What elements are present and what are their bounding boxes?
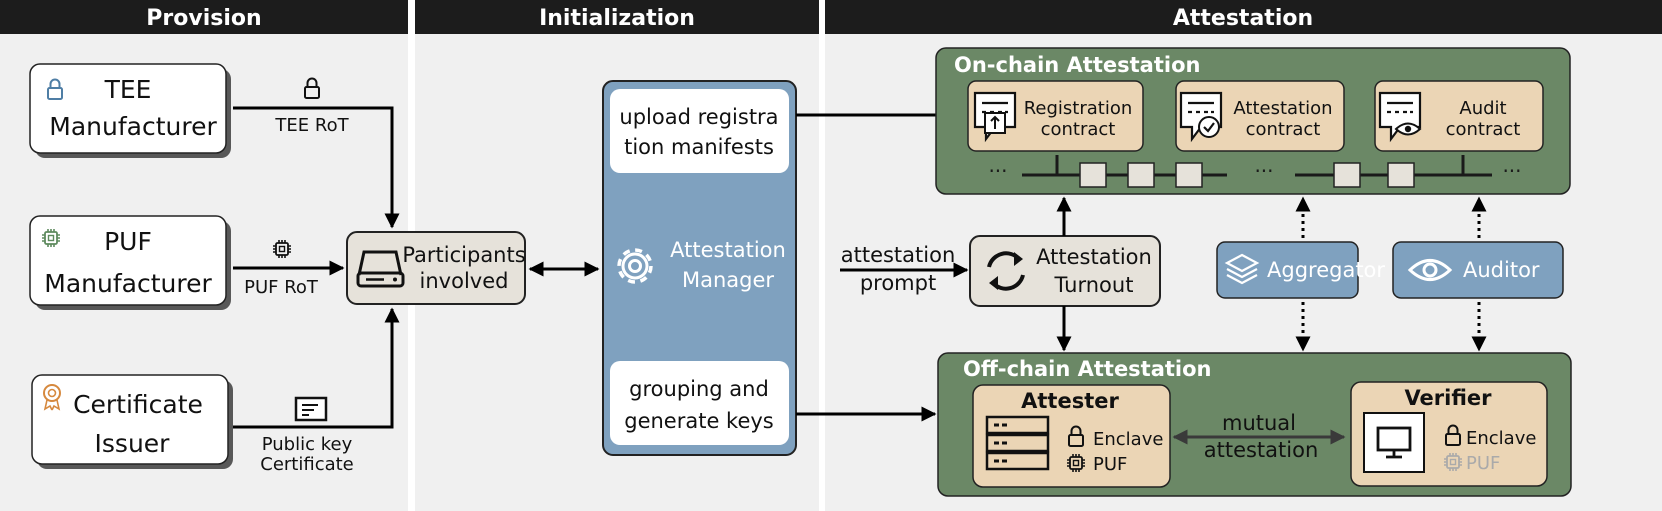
initialization-header-bar	[415, 0, 819, 34]
offchain-attestation-group: Off-chain Attestation Attester Enclave P…	[937, 352, 1572, 497]
turnout-line1: Attestation	[1036, 245, 1152, 269]
puf-manufacturer-line1: PUF	[104, 227, 152, 256]
attestation-header: Attestation	[1173, 6, 1313, 31]
tee-rot-text: TEE RoT	[274, 115, 349, 136]
attester-node: Attester Enclave PUF	[972, 384, 1171, 488]
grouping-line1: grouping and	[629, 377, 769, 401]
turnout-line2: Turnout	[1054, 273, 1134, 297]
block	[1127, 162, 1155, 188]
block	[1175, 162, 1203, 188]
upload-manifests-box	[610, 89, 789, 173]
attestation-manager-node: upload registra tion manifests Attestati…	[602, 80, 797, 456]
prompt-line2: prompt	[860, 271, 936, 295]
certificate-issuer-line2: Issuer	[95, 429, 171, 458]
puf-rot-label: PUF RoT	[244, 239, 319, 298]
layers-icon	[1224, 253, 1260, 285]
prompt-line1: attestation	[841, 243, 956, 267]
tee-manufacturer-line1: TEE	[104, 75, 152, 104]
attestation-contract-line1: Attestation	[1233, 98, 1332, 119]
provision-header-bar	[0, 0, 408, 34]
upload-line2: tion manifests	[624, 135, 774, 159]
puf-manufacturer-node: PUF Manufacturer	[29, 215, 231, 310]
audit-line2: contract	[1446, 119, 1521, 140]
manager-line2: Manager	[682, 268, 774, 292]
verifier-title: Verifier	[1404, 386, 1492, 410]
verifier-node: Verifier Enclave PUF	[1350, 381, 1548, 487]
puf-manufacturer-line2: Manufacturer	[44, 269, 212, 298]
mutual-line2: attestation	[1204, 438, 1319, 462]
tee-rot-label: TEE RoT	[274, 77, 350, 136]
grouping-line2: generate keys	[624, 409, 774, 433]
onchain-title: On-chain Attestation	[954, 53, 1200, 77]
block	[1079, 162, 1107, 188]
mutual-line1: mutual	[1222, 411, 1296, 435]
server-icon	[985, 415, 1050, 471]
puf-rot-text: PUF RoT	[244, 277, 319, 298]
tee-manufacturer-node: TEE Manufacturer	[29, 63, 231, 158]
attester-title: Attester	[1021, 389, 1119, 413]
verifier-puf: PUF	[1466, 453, 1500, 474]
ellipsis-right: ···	[1502, 159, 1521, 183]
upload-line1: upload registra	[619, 105, 778, 129]
certificate-arrow	[233, 307, 400, 429]
public-key-text: Public key	[262, 434, 353, 455]
audit-line1: Audit	[1459, 98, 1506, 119]
block	[1333, 162, 1361, 188]
ellipsis-middle: ···	[1254, 159, 1273, 183]
aggregator-node: Aggregator	[1216, 241, 1385, 299]
attestation-header-bar	[825, 0, 1662, 34]
certificate-issuer-node: Certificate Issuer	[31, 374, 233, 469]
offchain-title: Off-chain Attestation	[963, 357, 1212, 381]
dotted-connectors	[1295, 196, 1487, 352]
verifier-enclave: Enclave	[1466, 428, 1536, 449]
refresh-icon	[987, 251, 1025, 291]
hard-drive-icon	[356, 250, 405, 288]
certificate-icon	[294, 396, 328, 422]
grouping-keys-box	[610, 361, 789, 445]
certificate-issuer-line1: Certificate	[73, 390, 203, 419]
provision-edges	[233, 106, 400, 429]
registration-line1: Registration	[1024, 98, 1133, 119]
participants-line2: involved	[420, 269, 509, 293]
contract-eye-icon	[1378, 91, 1422, 141]
auditor-node: Auditor	[1392, 241, 1564, 299]
onchain-attestation-group: On-chain Attestation Registration contra…	[935, 47, 1571, 195]
tee-manufacturer-line2: Manufacturer	[49, 112, 217, 141]
monitor-icon	[1363, 412, 1425, 473]
gear-icon	[617, 248, 653, 284]
block	[1387, 162, 1415, 188]
contract-check-icon	[1179, 91, 1223, 141]
attestation-contract-line2: contract	[1246, 119, 1321, 140]
participants-involved-node: Participants involved	[346, 231, 526, 305]
contract-upload-icon	[973, 91, 1017, 141]
certificate-label: Public key Certificate	[260, 396, 354, 475]
registration-line2: contract	[1041, 119, 1116, 140]
initialization-header: Initialization	[539, 6, 695, 31]
ellipsis-left: ···	[988, 159, 1007, 183]
aggregator-label: Aggregator	[1267, 258, 1385, 282]
attestation-turnout-node: Attestation Turnout	[969, 235, 1161, 307]
manager-line1: Attestation	[670, 238, 786, 262]
certificate-text: Certificate	[260, 454, 354, 475]
participants-line1: Participants	[402, 243, 525, 267]
auditor-label: Auditor	[1463, 258, 1540, 282]
attester-enclave: Enclave	[1093, 429, 1163, 450]
badge-icon	[43, 384, 61, 411]
blockchain-ledger: ··· ··· ···	[988, 155, 1522, 188]
tee-rot-arrow	[233, 106, 400, 229]
provision-header: Provision	[146, 6, 261, 31]
attester-puf: PUF	[1093, 454, 1127, 475]
eye-icon	[1407, 259, 1453, 281]
